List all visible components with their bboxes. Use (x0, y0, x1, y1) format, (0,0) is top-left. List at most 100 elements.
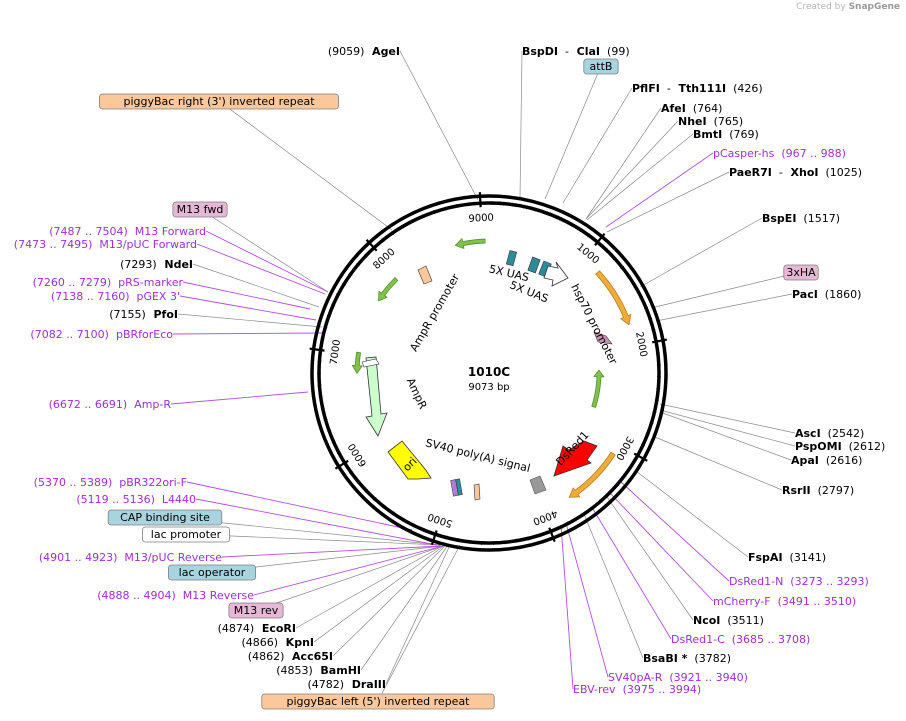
label-leader (544, 65, 602, 200)
label-part: pRS-marker (111, 276, 183, 289)
ruler-minor-tick (641, 443, 645, 447)
site-label: BspDI - ClaI (99) (522, 45, 630, 58)
label-part: (3782) (687, 652, 731, 665)
ruler-minor-tick (349, 471, 354, 475)
ruler-minor-tick (342, 282, 346, 286)
label-leader (606, 496, 694, 621)
feature-label-box (261, 693, 495, 710)
ampr-label: AmpR (404, 376, 430, 412)
label-leader (659, 409, 796, 447)
feature-label-box (228, 602, 284, 619)
label-leader (560, 524, 574, 690)
label-part: (3685 .. 3708) (725, 633, 811, 646)
label-leader (385, 544, 451, 685)
label-part: EBV-rev (573, 683, 616, 696)
label-leader (205, 230, 329, 293)
site-label: PflFI - Tth111I (426) (632, 82, 763, 95)
label-part: (3511) (720, 614, 764, 627)
sv40-block (529, 475, 547, 495)
credit-prefix: Created by (796, 2, 846, 12)
label-part: NcoI (693, 614, 720, 627)
ruler-minor-tick (607, 491, 612, 495)
label-leader (399, 50, 479, 201)
label-part: BspEI (762, 212, 796, 225)
ha-tag-block (593, 331, 613, 345)
ruler-minor-tick (615, 482, 620, 486)
ruler-minor-tick (445, 535, 448, 540)
plasmid-length: 9073 bp (468, 382, 509, 393)
label-leader (196, 243, 326, 295)
site-label: (4782) DraIII (308, 678, 387, 691)
ruler-minor-tick (627, 275, 632, 279)
green-arc-top (454, 238, 486, 249)
primer-label: (5119 .. 5136) L4440 (76, 493, 196, 506)
ruler-minor-tick (382, 504, 386, 509)
feature-label: lac operator (179, 566, 246, 579)
ruler-minor-tick (320, 407, 325, 410)
ruler-minor-tick (356, 480, 361, 484)
label-part: (7155) (109, 308, 146, 321)
label-part: - (772, 166, 783, 179)
label-part: (2542) (821, 427, 865, 440)
feature-layer (351, 238, 632, 501)
primer-label: EBV-rev (3975 .. 3994) (573, 683, 701, 696)
label-leader (659, 411, 792, 461)
label-part: (1025) (818, 166, 862, 179)
ruler-minor-tick (570, 519, 574, 524)
ruler-minor-tick (559, 216, 562, 221)
label-leader (654, 436, 783, 491)
label-leader (218, 100, 393, 231)
label-part: Tth111I (671, 82, 726, 95)
label-leader (295, 544, 445, 629)
primer-label: (4901 .. 4923) M13/pUC Reverse (39, 551, 222, 564)
primer-label: SV40pA-R (3921 .. 3940) (608, 671, 748, 684)
label-part: (3273 .. 3293) (783, 575, 869, 588)
label-part: (4874) (218, 622, 255, 635)
label-part: ClaI (569, 45, 600, 58)
label-part: pBR322ori-F (112, 476, 187, 489)
label-leader (592, 508, 672, 640)
label-leader (659, 403, 796, 434)
label-part: BmtI (693, 128, 722, 141)
label-leader (562, 87, 633, 204)
label-part: (4866) (241, 636, 278, 649)
ruler-minor-tick (526, 205, 528, 210)
label-leader (605, 152, 714, 228)
site-label: BspEI (1517) (762, 212, 840, 225)
ruler-minor-tick (604, 248, 608, 252)
label-part: (764) (686, 102, 723, 115)
primer-label: (6672 .. 6691) Amp-R (49, 398, 172, 411)
site-label: PacI (1860) (792, 288, 861, 301)
feature-arcs (351, 238, 632, 498)
site-label: (4853) BamHI (276, 664, 361, 677)
ruler-label: 6000 (346, 441, 369, 468)
label-leader (192, 263, 320, 308)
primer-label: (7082 .. 7100) pBRforEco (30, 328, 173, 341)
ruler-minor-tick (527, 536, 530, 541)
label-part: PfoI (146, 308, 178, 321)
ampr-promoter-arrow (361, 358, 380, 368)
label-part: Amp-R (127, 398, 171, 411)
plasmid-name: 1010C (468, 365, 510, 379)
ruler-minor-tick (331, 303, 336, 306)
label-part: (4782) (308, 678, 345, 691)
ruler-minor-tick (412, 523, 415, 528)
label-leader (172, 332, 323, 335)
ruler-tick (594, 232, 606, 246)
label-part: (99) (600, 45, 630, 58)
ruler-tick (365, 238, 378, 252)
ruler-minor-tick (411, 219, 414, 224)
ruler-minor-tick (556, 215, 559, 220)
ruler-minor-tick (612, 256, 617, 260)
label-part: DsRed1-C (671, 633, 725, 646)
ruler-tick (548, 527, 556, 543)
green-arc-left (378, 277, 399, 302)
site-label: PspOMI (2612) (795, 440, 885, 453)
feature-label: attB (590, 60, 613, 73)
label-part: - (558, 45, 569, 58)
label-part: (765) (707, 115, 744, 128)
ruler-minor-tick (567, 220, 570, 225)
label-part: (7082 .. 7100) (30, 328, 109, 341)
label-part: ApaI (791, 454, 819, 467)
